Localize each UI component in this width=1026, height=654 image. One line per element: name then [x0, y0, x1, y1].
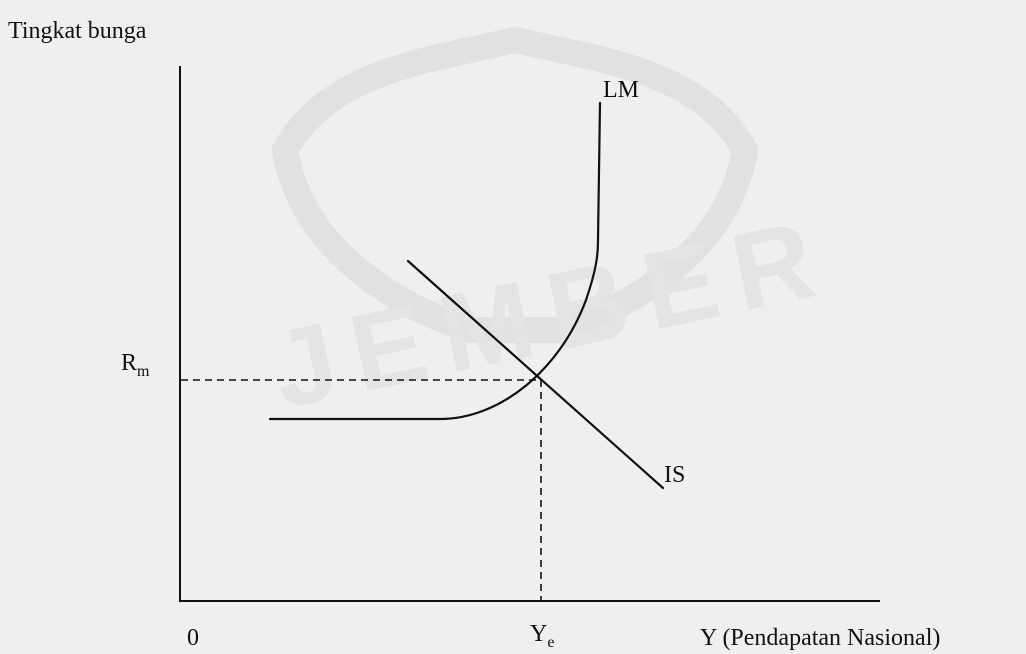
- x-axis-label: Y (Pendapatan Nasional): [700, 625, 940, 651]
- lm-curve-label: LM: [603, 77, 639, 103]
- rate-label-sub: m: [137, 363, 150, 380]
- income-label: Ye: [530, 621, 554, 651]
- is-curve-label: IS: [664, 462, 685, 488]
- rate-label: Rm: [121, 350, 150, 380]
- rate-label-base: R: [121, 350, 137, 376]
- income-label-base: Y: [530, 621, 547, 647]
- lm-curve: [268, 101, 602, 421]
- watermark: JEMBER: [262, 26, 842, 432]
- origin-label: 0: [187, 625, 199, 651]
- watermark-text: JEMBER: [262, 194, 842, 432]
- income-label-sub: e: [547, 634, 554, 651]
- watermark-emblem: [271, 26, 759, 343]
- y-axis-label: Tingkat bunga: [8, 18, 147, 44]
- is-curve: [406, 259, 665, 490]
